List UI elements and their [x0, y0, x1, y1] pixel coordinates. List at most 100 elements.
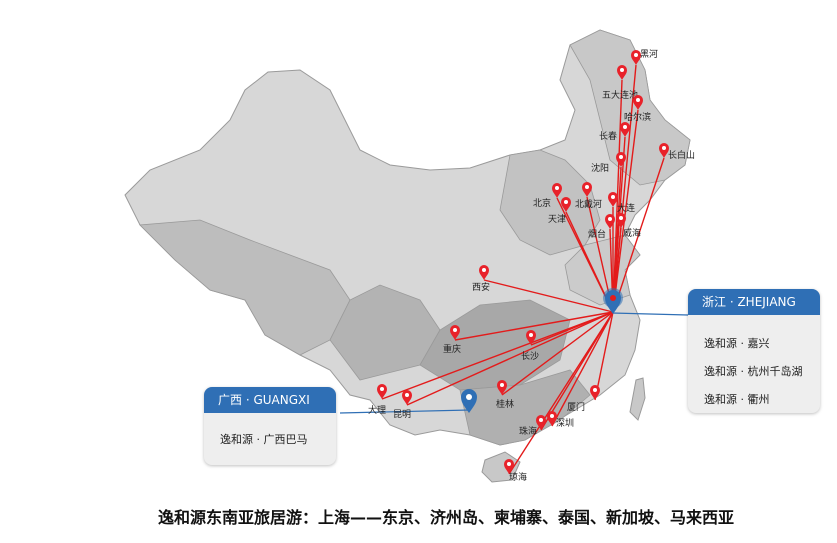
zhejiang-item-qiandaohu: 逸和源 · 杭州千岛湖: [704, 365, 803, 378]
city-marker: 长春: [599, 122, 630, 142]
city-marker: 哈尔滨: [624, 95, 651, 123]
city-marker: 长白山: [659, 143, 695, 161]
zhejiang-hub-marker: [603, 288, 623, 314]
city-label: 威海: [623, 227, 641, 239]
route-line: [381, 311, 614, 400]
map-pin-icon: [608, 192, 618, 207]
province-shade-central: [419, 299, 571, 391]
city-label: 天津: [548, 214, 566, 225]
city-label: 大理: [368, 404, 386, 416]
zhejiang-item-jiaxing: 逸和源 · 嘉兴: [704, 337, 770, 350]
map-pin-icon: [590, 385, 600, 400]
city-marker: 五大连池: [602, 65, 638, 101]
map-pin-dot: [539, 418, 543, 422]
route-line: [551, 311, 614, 427]
map-pin-dot: [619, 216, 623, 220]
city-marker: 琼海: [504, 459, 527, 483]
city-marker: 西安: [472, 265, 490, 293]
map-pin-icon: [605, 214, 615, 229]
city-marker: 天津: [548, 197, 571, 225]
map-pin-dot: [453, 328, 457, 332]
map-pin-icon: [497, 380, 507, 395]
city-marker: 重庆: [443, 325, 461, 355]
province-shade-south: [459, 369, 591, 446]
map-pin-dot: [662, 146, 666, 150]
guangxi-card-title: 广西 · GUANGXI: [204, 387, 336, 413]
map-pin-icon: [631, 50, 641, 65]
city-label: 大连: [617, 202, 635, 214]
map-pin-dot: [482, 268, 486, 272]
city-label: 珠海: [519, 425, 537, 437]
map-pin-icon: [616, 213, 626, 228]
city-label: 长白山: [668, 149, 695, 161]
city-label: 深圳: [556, 418, 574, 429]
map-pin-dot: [585, 185, 589, 189]
map-pin-dot: [619, 155, 623, 159]
map-pin-dot: [611, 195, 615, 199]
map-pin-dot: [608, 217, 612, 221]
city-marker: 烟台: [588, 214, 615, 240]
city-marker: 黑河: [631, 48, 658, 65]
city-marker: 桂林: [496, 380, 514, 410]
route-line: [454, 311, 614, 341]
footer-caption: 逸和源东南亚旅居游：上海——东京、济州岛、柬埔寨、泰国、新加坡、马来西亚: [158, 508, 735, 527]
map-pin-icon: [659, 143, 669, 158]
guangxi-card: 广西 · GUANGXI 逸和源 · 广西巴马: [204, 387, 336, 465]
route-line: [612, 109, 639, 313]
map-pin-dot: [405, 393, 409, 397]
map-pin-icon: [504, 459, 514, 474]
route-line: [612, 157, 665, 313]
zhejiang-item-quzhou: 逸和源 · 衢州: [704, 393, 770, 406]
city-marker: 沈阳: [591, 152, 626, 174]
city-label: 沈阳: [591, 162, 609, 174]
guangxi-hub-marker: [461, 389, 477, 413]
map-pin-icon: [450, 325, 460, 340]
map-pin-dot: [380, 387, 384, 391]
city-marker: 长沙: [521, 330, 539, 362]
city-marker: 厦门: [567, 385, 600, 413]
map-pin-icon: [561, 197, 571, 212]
map-pin-icon: [526, 330, 536, 345]
route-line: [406, 311, 614, 406]
map-pin-icon: [547, 411, 557, 426]
city-marker: 珠海: [519, 415, 546, 437]
route-lines: [381, 64, 665, 475]
map-pin-dot: [555, 186, 559, 190]
city-label: 琼海: [509, 471, 527, 483]
guangxi-connector: [339, 409, 471, 414]
city-label: 厦门: [567, 401, 585, 413]
map-pin-dot: [529, 333, 533, 337]
city-marker: 北京: [533, 183, 562, 209]
city-label: 重庆: [443, 343, 461, 355]
city-label: 北京: [533, 197, 551, 209]
city-label: 长春: [599, 130, 617, 142]
map-pin-dot: [620, 68, 624, 72]
route-line: [501, 311, 614, 396]
route-line: [594, 311, 614, 401]
map-pin-dot: [593, 388, 597, 392]
city-marker: 深圳: [547, 411, 574, 429]
map-pin-dot: [623, 125, 627, 129]
map-pin-dot: [564, 200, 568, 204]
map-pin-dot: [507, 462, 511, 466]
map-pin-dot: [636, 98, 640, 102]
zhejiang-connector: [611, 312, 689, 316]
zhejiang-card: 浙江 · ZHEJIANG 逸和源 · 嘉兴 逸和源 · 杭州千岛湖 逸和源 ·…: [688, 289, 820, 413]
map-pin-icon: [582, 182, 592, 197]
city-marker: 威海: [616, 213, 641, 239]
map-pin-icon: [617, 65, 627, 80]
map-pin-icon: [552, 183, 562, 198]
map-pin-icon: [633, 95, 643, 110]
city-label: 长沙: [521, 350, 539, 362]
city-label: 西安: [472, 281, 490, 293]
city-marker: 大连: [608, 192, 635, 214]
guangxi-item-bama: 逸和源 · 广西巴马: [220, 433, 308, 446]
map-pin-dot: [634, 53, 638, 57]
route-line: [508, 311, 614, 475]
map-pin-icon: [620, 122, 630, 137]
city-marker: 昆明: [393, 390, 412, 420]
zhejiang-card-title: 浙江 · ZHEJIANG: [688, 289, 820, 315]
city-label: 北戴河: [575, 198, 602, 210]
map-pin-icon: [616, 152, 626, 167]
